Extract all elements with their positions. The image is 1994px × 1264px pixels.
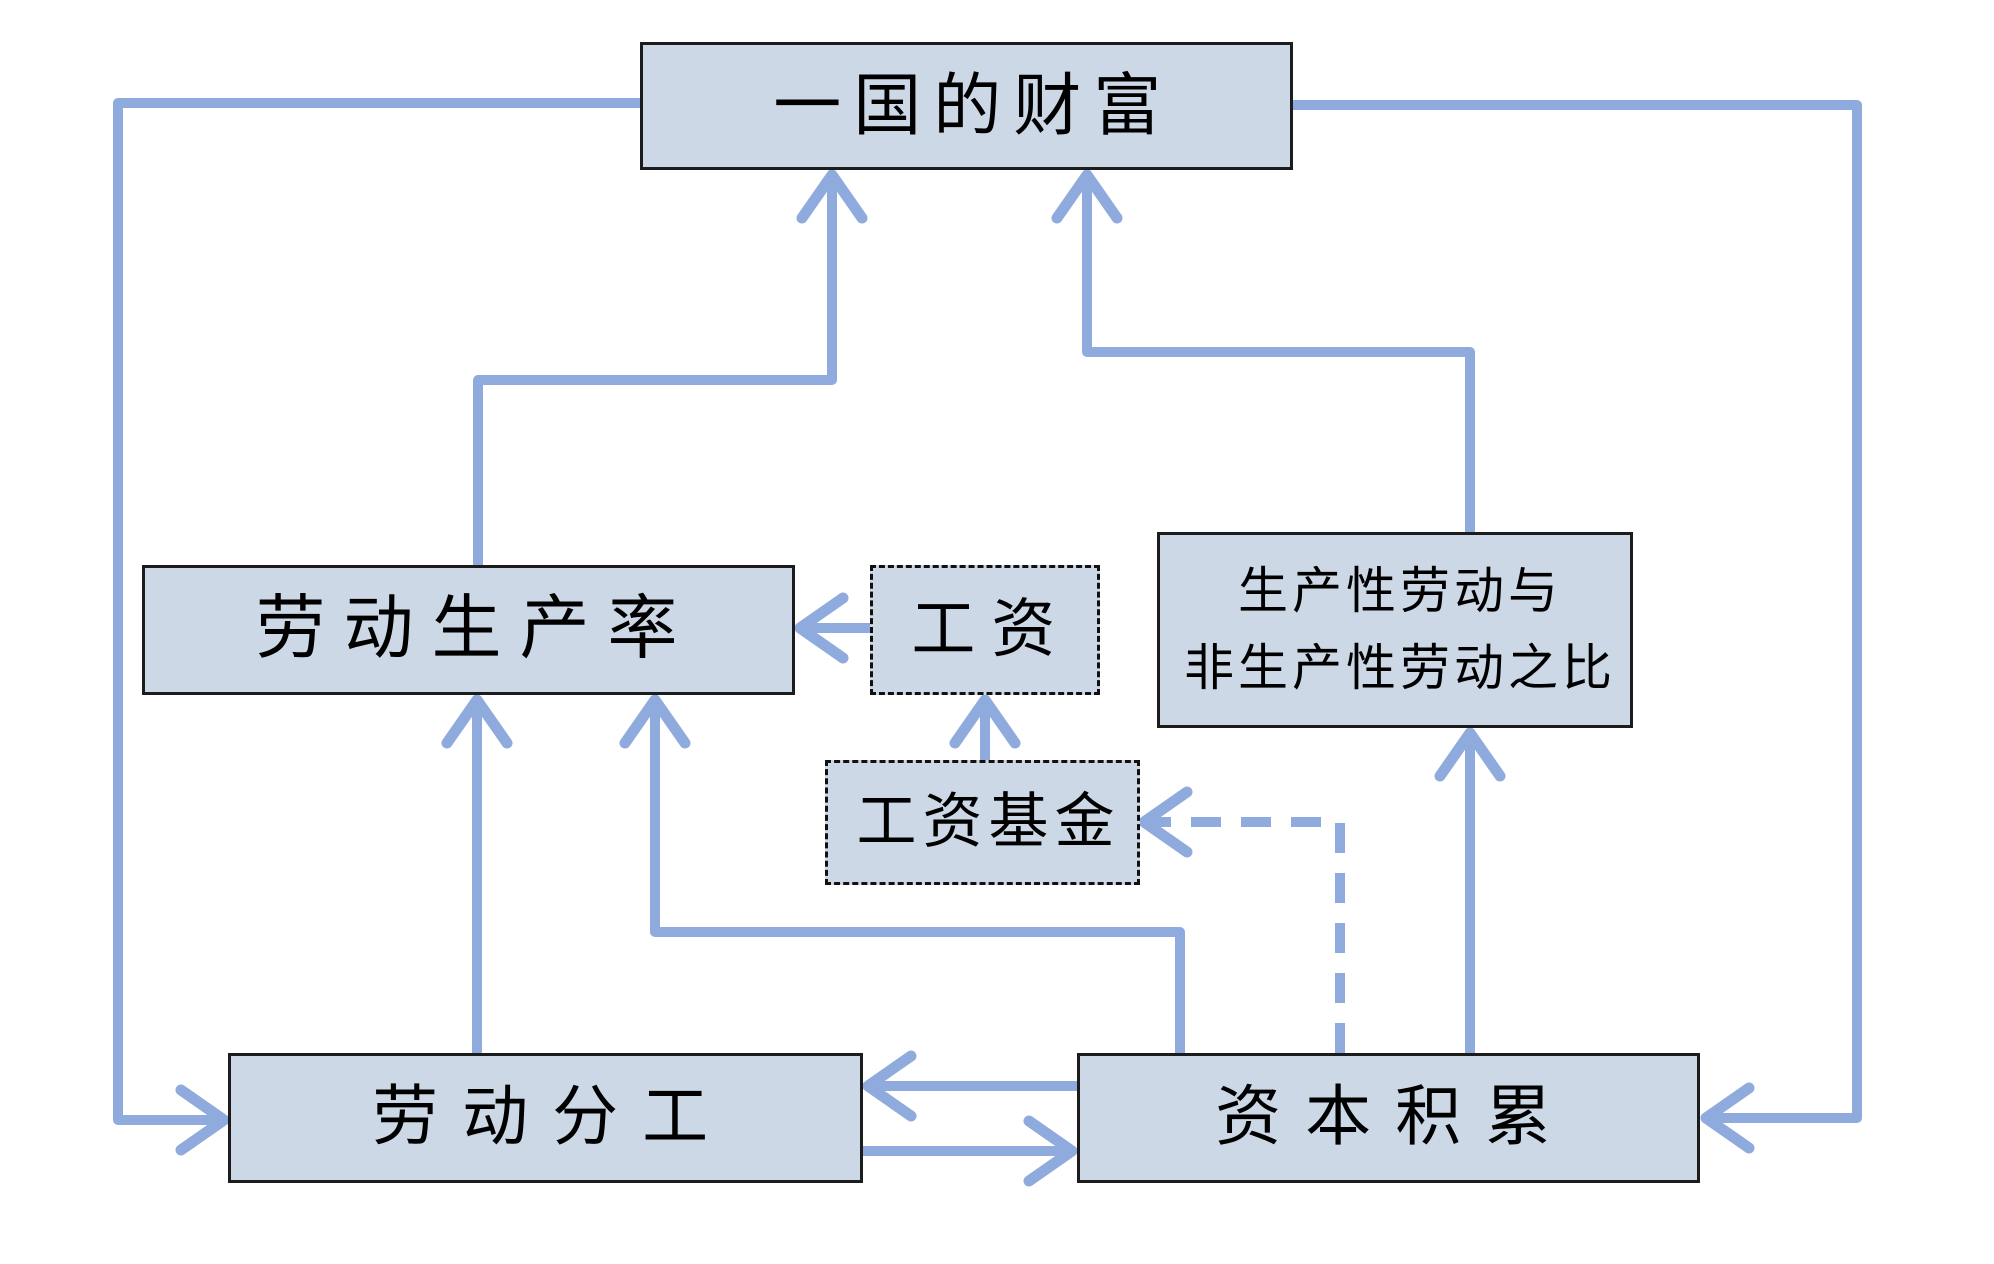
arrowhead-up-icon [796, 169, 868, 224]
arrowhead-right-icon [1023, 1115, 1078, 1187]
arrowhead-left-icon [1138, 786, 1193, 858]
edge-wealth-to-capital [1293, 100, 1862, 1154]
arrowhead-up-icon [949, 694, 1021, 749]
node-national-wealth: 一国的财富 [640, 42, 1293, 170]
node-label-line1: 生产性劳动与 [1238, 562, 1562, 619]
node-capital-accumulation: 资本积累 [1077, 1053, 1700, 1183]
arrowhead-left-icon [862, 1050, 917, 1122]
edge-capital-to-productivity [619, 694, 1185, 1053]
edge-wage-to-productivity [794, 592, 870, 664]
node-label: 工资基金 [856, 789, 1121, 856]
node-wages: 工资 [870, 565, 1100, 695]
node-labor-productivity: 劳动生产率 [142, 565, 795, 695]
arrowhead-up-icon [1051, 169, 1123, 224]
edge-division-to-capital [863, 1115, 1078, 1187]
node-division-of-labor: 劳动分工 [228, 1053, 863, 1183]
edge-capital-to-division [862, 1050, 1077, 1122]
edge-wealth-to-division [113, 98, 640, 1156]
node-productive-labor-ratio: 生产性劳动与 非生产性劳动之比 [1157, 532, 1633, 728]
node-label: 工资 [911, 594, 1072, 666]
node-label: 一国的财富 [773, 67, 1174, 144]
arrowhead-left-icon [794, 592, 849, 664]
arrowhead-right-icon [175, 1084, 230, 1156]
node-label: 资本积累 [1215, 1081, 1576, 1155]
edge-capital-to-wagefund [1138, 786, 1345, 1053]
edge-division-to-productivity [441, 694, 513, 1053]
node-wage-fund: 工资基金 [825, 760, 1140, 885]
edge-capital-to-ratio [1434, 727, 1506, 1053]
edge-wagefund-to-wage [949, 694, 1021, 760]
node-label: 劳动分工 [372, 1081, 733, 1155]
edge-productivity-to-wealth [473, 169, 868, 565]
arrowhead-left-icon [1700, 1082, 1755, 1154]
node-label-line2: 非生产性劳动之比 [1184, 640, 1616, 696]
edge-ratio-to-wealth [1051, 169, 1475, 532]
node-label: 劳动生产率 [255, 590, 696, 668]
arrowhead-up-icon [441, 694, 513, 749]
arrowhead-up-icon [1434, 727, 1506, 782]
arrowhead-up-icon [619, 694, 691, 749]
